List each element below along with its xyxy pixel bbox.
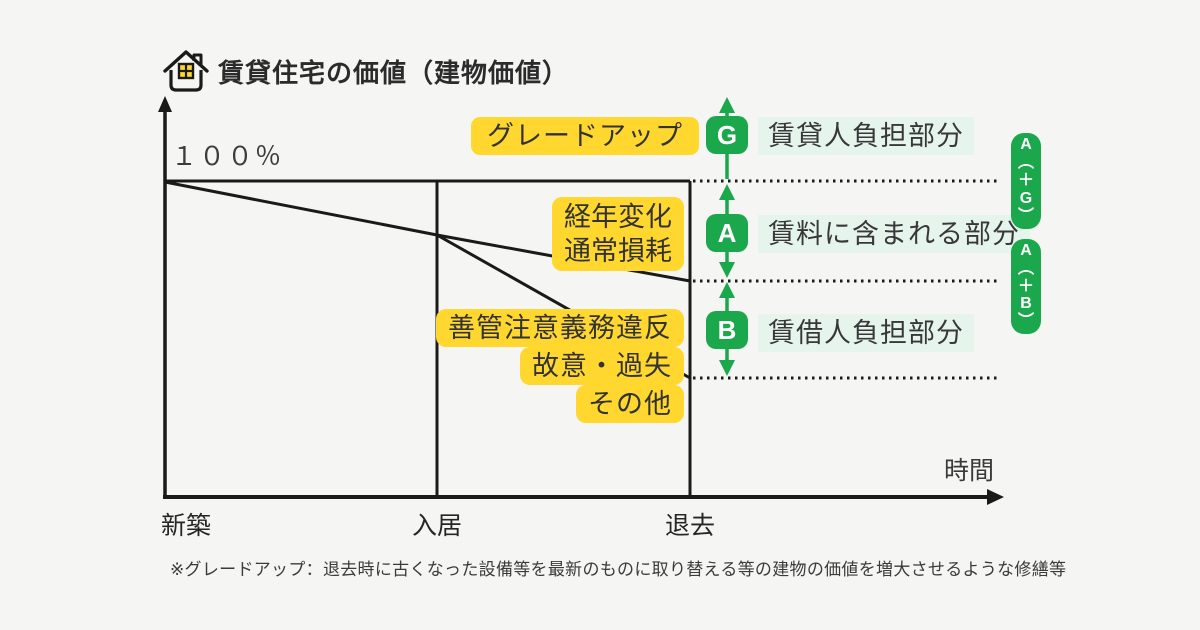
violation-label-line1: 善管注意義務違反 [436,309,684,347]
tenant-burden-label: 賃借人負担部分 [758,314,974,352]
x-axis-arrowhead-icon [987,489,1004,505]
value-decline-line [164,180,438,237]
badge-b: B [706,311,748,349]
x-tick-shinchiku: 新築 [161,512,212,540]
footnote: ※グレードアップ：退去時に古くなった設備等を最新のものに取り替える等の建物の価値… [170,560,1067,579]
included-in-rent-label: 賃料に含まれる部分 [758,215,1030,253]
aging-label: 経年変化 通常損耗 [552,197,684,271]
sum-a-plus-b-pill: A ︵ ＋ B ︶ [1011,239,1041,334]
violation-label-line2: 故意・過失 [520,347,684,385]
badge-a: A [706,214,748,252]
y-axis-max-label: １００％ [171,141,284,171]
aging-label-line2: 通常損耗 [564,236,672,266]
x-tick-nyukyo: 入居 [411,512,463,540]
landlord-burden-label: 賃貸人負担部分 [758,117,974,155]
sum-a-plus-g-pill: A ︵ ＋ G ︶ [1011,133,1041,229]
badge-g: G [706,116,748,154]
page-title: 賃貸住宅の価値（建物価値） [218,57,570,88]
violation-label: 善管注意義務違反 故意・過失 その他 [436,309,684,423]
house-icon [162,48,210,94]
x-tick-taikyo: 退去 [664,512,716,540]
x-axis-label: 時間 [944,457,995,485]
violation-label-line3: その他 [576,385,684,423]
grade-up-label: グレードアップ [471,117,699,155]
aging-label-line1: 経年変化 [564,202,672,232]
y-axis-arrowhead-icon [158,96,172,112]
page-header: 賃貸住宅の価値（建物価値） [162,48,569,94]
